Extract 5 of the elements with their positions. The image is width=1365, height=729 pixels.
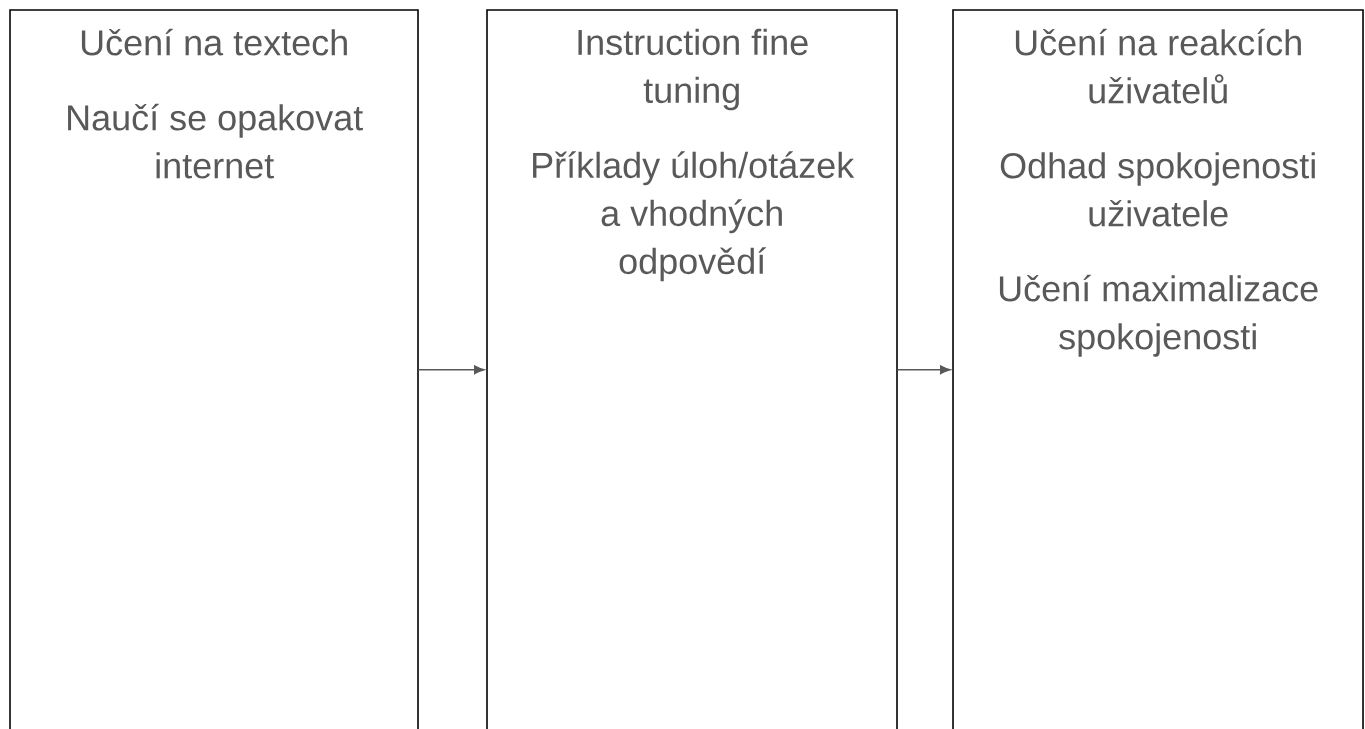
stage-box: Učení na reakcích uživatelů Odhad spokojenosti uživatele Učení maximalizace spokojenosti: [952, 9, 1364, 729]
stage-box: Instruction fine tuning Příklady úloh/otázek a vhodných odpovědí: [486, 9, 898, 729]
stage-box: Učení na textech Naučí se opakovat internet: [9, 9, 419, 729]
arrow: [417, 365, 485, 375]
arrow: [896, 365, 951, 375]
